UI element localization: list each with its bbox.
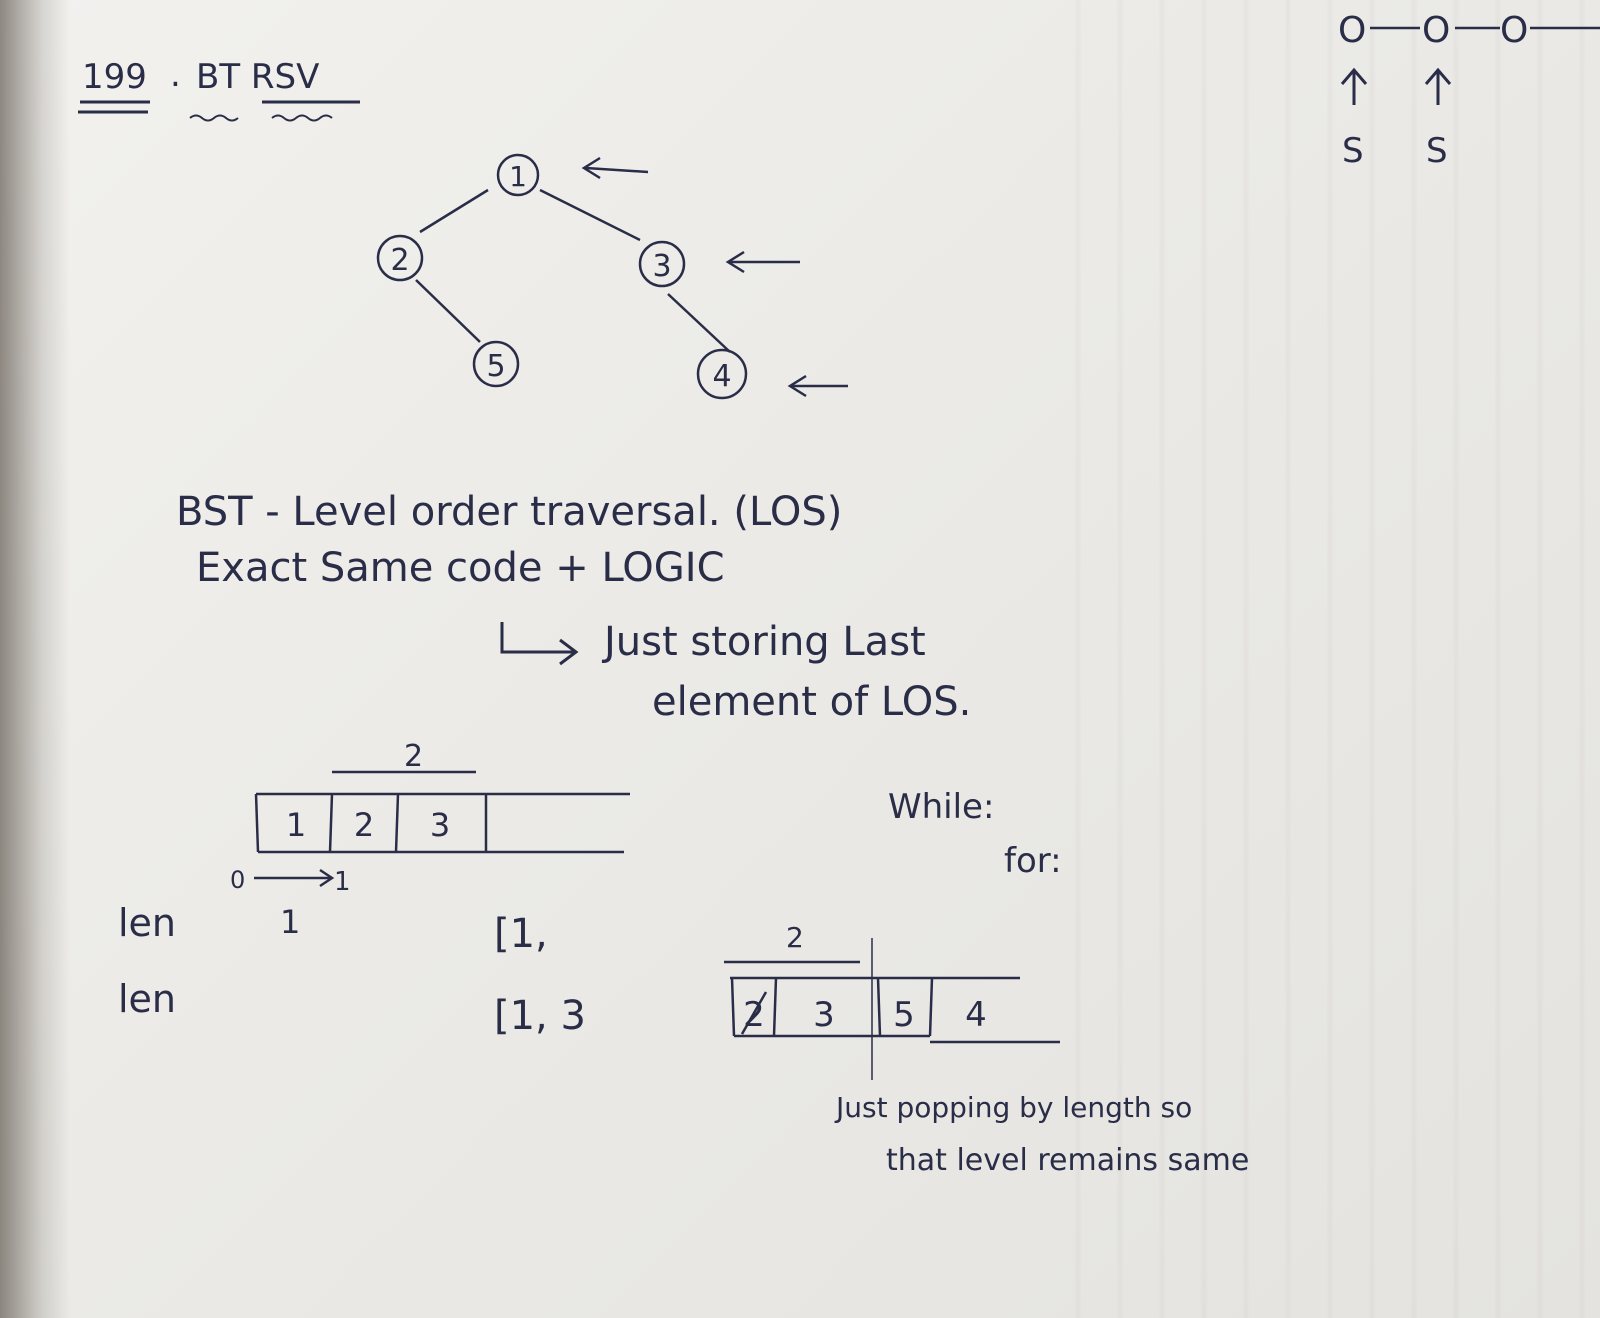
- array1-cell-1: 1: [286, 806, 306, 844]
- tree-node-1-label: 1: [509, 160, 527, 193]
- pointer-node-1: O: [1338, 10, 1366, 51]
- right-view-arrow-1: [581, 156, 649, 180]
- array1: 1 2 3: [254, 770, 630, 854]
- footnote-line-2: that level remains same: [886, 1143, 1250, 1178]
- array2: 2 3 5 4: [724, 938, 1060, 1080]
- array1-label: 2: [404, 739, 424, 774]
- note-line-1: BST - Level order traversal. (LOS): [176, 489, 843, 535]
- pointer-node-2: O: [1422, 10, 1450, 51]
- while-label: While:: [888, 787, 995, 827]
- array2-label: 2: [786, 921, 804, 954]
- pointer-diagram: O O O S S: [1338, 10, 1600, 171]
- array2-cell-2: 3: [813, 995, 835, 1035]
- row2-label: len: [118, 977, 177, 1021]
- problem-number: 199: [82, 57, 147, 97]
- tree-node-4-label: 4: [712, 359, 731, 394]
- tree-node-3-label: 3: [652, 249, 671, 284]
- popped-strike: [740, 991, 768, 1035]
- right-view-arrow-4: [787, 374, 848, 398]
- array2-cell-4: 4: [965, 995, 987, 1035]
- array2-cell-3: 5: [893, 995, 915, 1035]
- second-pointer-label: S: [1426, 131, 1448, 171]
- row2-result: [1, 3: [494, 993, 586, 1039]
- for-label: for:: [1004, 841, 1062, 881]
- problem-topic: BT RSV: [196, 57, 320, 97]
- edge-1-3: [539, 188, 641, 242]
- hook-arrow: [500, 622, 579, 666]
- tree-node-2: 2: [376, 234, 424, 282]
- tree-node-3: 3: [638, 240, 686, 288]
- edge-2-5: [415, 279, 481, 343]
- tree-node-5: 5: [472, 340, 520, 388]
- right-view-arrow-3: [725, 250, 800, 274]
- heading-underlines: [78, 100, 360, 122]
- array1-cell-3: 3: [430, 806, 450, 844]
- note-line-3: Just storing Last: [604, 619, 926, 665]
- row1-value: 1: [280, 903, 301, 941]
- footnote-line-1: Just popping by length so: [836, 1091, 1193, 1124]
- edge-1-2: [419, 188, 489, 234]
- note-line-2: Exact Same code + LOGIC: [196, 545, 725, 591]
- edge-3-4: [667, 293, 731, 353]
- binary-tree-diagram: 1 2 3 5 4: [376, 153, 848, 400]
- note-line-4: element of LOS.: [652, 679, 972, 725]
- ink-bleed-through: [1040, 0, 1600, 1318]
- pointer-node-3: O: [1500, 10, 1528, 51]
- tree-node-5-label: 5: [486, 349, 505, 384]
- tree-node-1: 1: [496, 153, 540, 197]
- index-from: 0: [230, 866, 245, 894]
- heading-dot: .: [170, 55, 181, 95]
- index-arrow: 0 1: [230, 866, 351, 897]
- page-edge-shadow: [0, 0, 70, 1318]
- index-to: 1: [334, 867, 351, 897]
- array1-cell-2: 2: [354, 806, 374, 844]
- slow-pointer-label: S: [1342, 131, 1364, 171]
- tree-node-4: 4: [696, 348, 748, 400]
- tree-node-2-label: 2: [390, 243, 409, 278]
- row1-label: len: [118, 901, 177, 945]
- row1-result: [1,: [494, 911, 548, 957]
